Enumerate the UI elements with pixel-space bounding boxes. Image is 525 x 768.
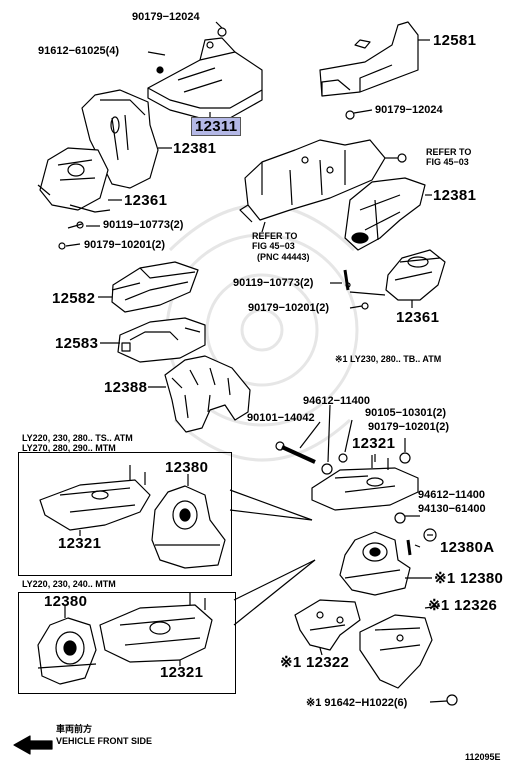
label-12311[interactable]: 12311	[191, 117, 242, 136]
part-12380-right-drawing	[339, 531, 411, 596]
refer-pnc: (PNC 44443)	[257, 252, 310, 262]
label-12380A[interactable]: 12380A	[440, 539, 495, 556]
vehicle-front-label-jp: 車両前方	[56, 724, 93, 734]
label-12361-right[interactable]: 12361	[396, 309, 440, 326]
label-90179-10201-left: 90179−10201(2)	[84, 239, 166, 251]
box1-header-line2: LY270, 280, 290.. MTM	[22, 443, 116, 453]
label-91642-star: ※1 91642−H1022(6)	[306, 697, 408, 709]
label-90105-10301: 90105−10301(2)	[365, 407, 447, 419]
refer-b-line2: FIG 45−03	[252, 241, 295, 251]
part-12322-drawing	[294, 599, 361, 651]
label-12381-right[interactable]: 12381	[433, 187, 477, 204]
part-12311-bracket-drawing	[147, 27, 263, 119]
label-90179-12024-mid: 90179−12024	[375, 104, 443, 116]
box1-part-12321-drawing	[39, 465, 151, 531]
part-12361-right-drawing	[385, 249, 446, 301]
label-12380-star[interactable]: ※1 12380	[434, 570, 504, 587]
refer-b-line1: REFER TO	[252, 231, 298, 241]
vehicle-front-arrow	[13, 735, 53, 755]
box1-part-12380-drawing	[151, 485, 226, 569]
label-94130-61400: 94130−61400	[418, 503, 486, 515]
box2-label-12321[interactable]: 12321	[160, 664, 204, 681]
label-12321-right[interactable]: 12321	[352, 435, 396, 452]
label-12361-left[interactable]: 12361	[124, 192, 168, 209]
refer-a-line1: REFER TO	[426, 147, 472, 157]
label-91612-61025: 91612−61025(4)	[38, 45, 120, 57]
label-90179-10201-right: 90179−10201(2)	[248, 302, 330, 314]
box1-header-line1: LY220, 230, 280.. TS.. ATM	[22, 433, 133, 443]
variant-box-mtm	[18, 592, 236, 694]
variant-box-atm-ts	[18, 452, 232, 576]
vehicle-front-label-en: VEHICLE FRONT SIDE	[56, 736, 153, 746]
label-90179-12024-top: 90179−12024	[132, 11, 200, 23]
label-12388[interactable]: 12388	[104, 379, 148, 396]
label-12326-star[interactable]: ※1 12326	[428, 597, 498, 614]
part-12321-right-drawing	[311, 455, 419, 511]
box1-label-12380[interactable]: 12380	[165, 459, 209, 476]
part-12581-cover-drawing	[319, 21, 419, 97]
label-12582[interactable]: 12582	[52, 290, 96, 307]
refer-a-line2: FIG 45−03	[426, 157, 469, 167]
diagram-id: 112095E	[465, 752, 501, 762]
label-12322-star[interactable]: ※1 12322	[280, 654, 350, 671]
label-90119-10773-left: 90119−10773(2)	[103, 219, 184, 231]
part-12361-left-drawing	[37, 147, 111, 213]
label-90119-10773-right: 90119−10773(2)	[233, 277, 314, 289]
label-12581[interactable]: 12581	[433, 32, 477, 49]
label-12583[interactable]: 12583	[55, 335, 99, 352]
part-12583-drawing	[117, 317, 206, 363]
box2-part-12380-drawing	[37, 617, 97, 685]
box1-label-12321[interactable]: 12321	[58, 535, 102, 552]
label-94612-11400-b: 94612−11400	[418, 489, 485, 501]
part-12326-drawing	[359, 614, 433, 689]
label-90101-14042: 90101−14042	[247, 412, 315, 424]
box2-part-12321-drawing	[99, 592, 213, 663]
box2-label-12380[interactable]: 12380	[44, 593, 88, 610]
part-12381-right-drawing	[344, 177, 426, 251]
part-12582-drawing	[111, 261, 199, 313]
label-12381-left[interactable]: 12381	[173, 140, 217, 157]
part-12388-drawing	[164, 355, 251, 433]
box2-header: LY220, 230, 240.. MTM	[22, 579, 116, 589]
bolt-90101-drawing	[275, 441, 316, 464]
label-90179-10201-b: 90179−10201(2)	[368, 421, 450, 433]
label-94612-11400-a: 94612−11400	[303, 395, 370, 407]
note-star1: ※1 LY230, 280.. TB.. ATM	[335, 354, 442, 364]
